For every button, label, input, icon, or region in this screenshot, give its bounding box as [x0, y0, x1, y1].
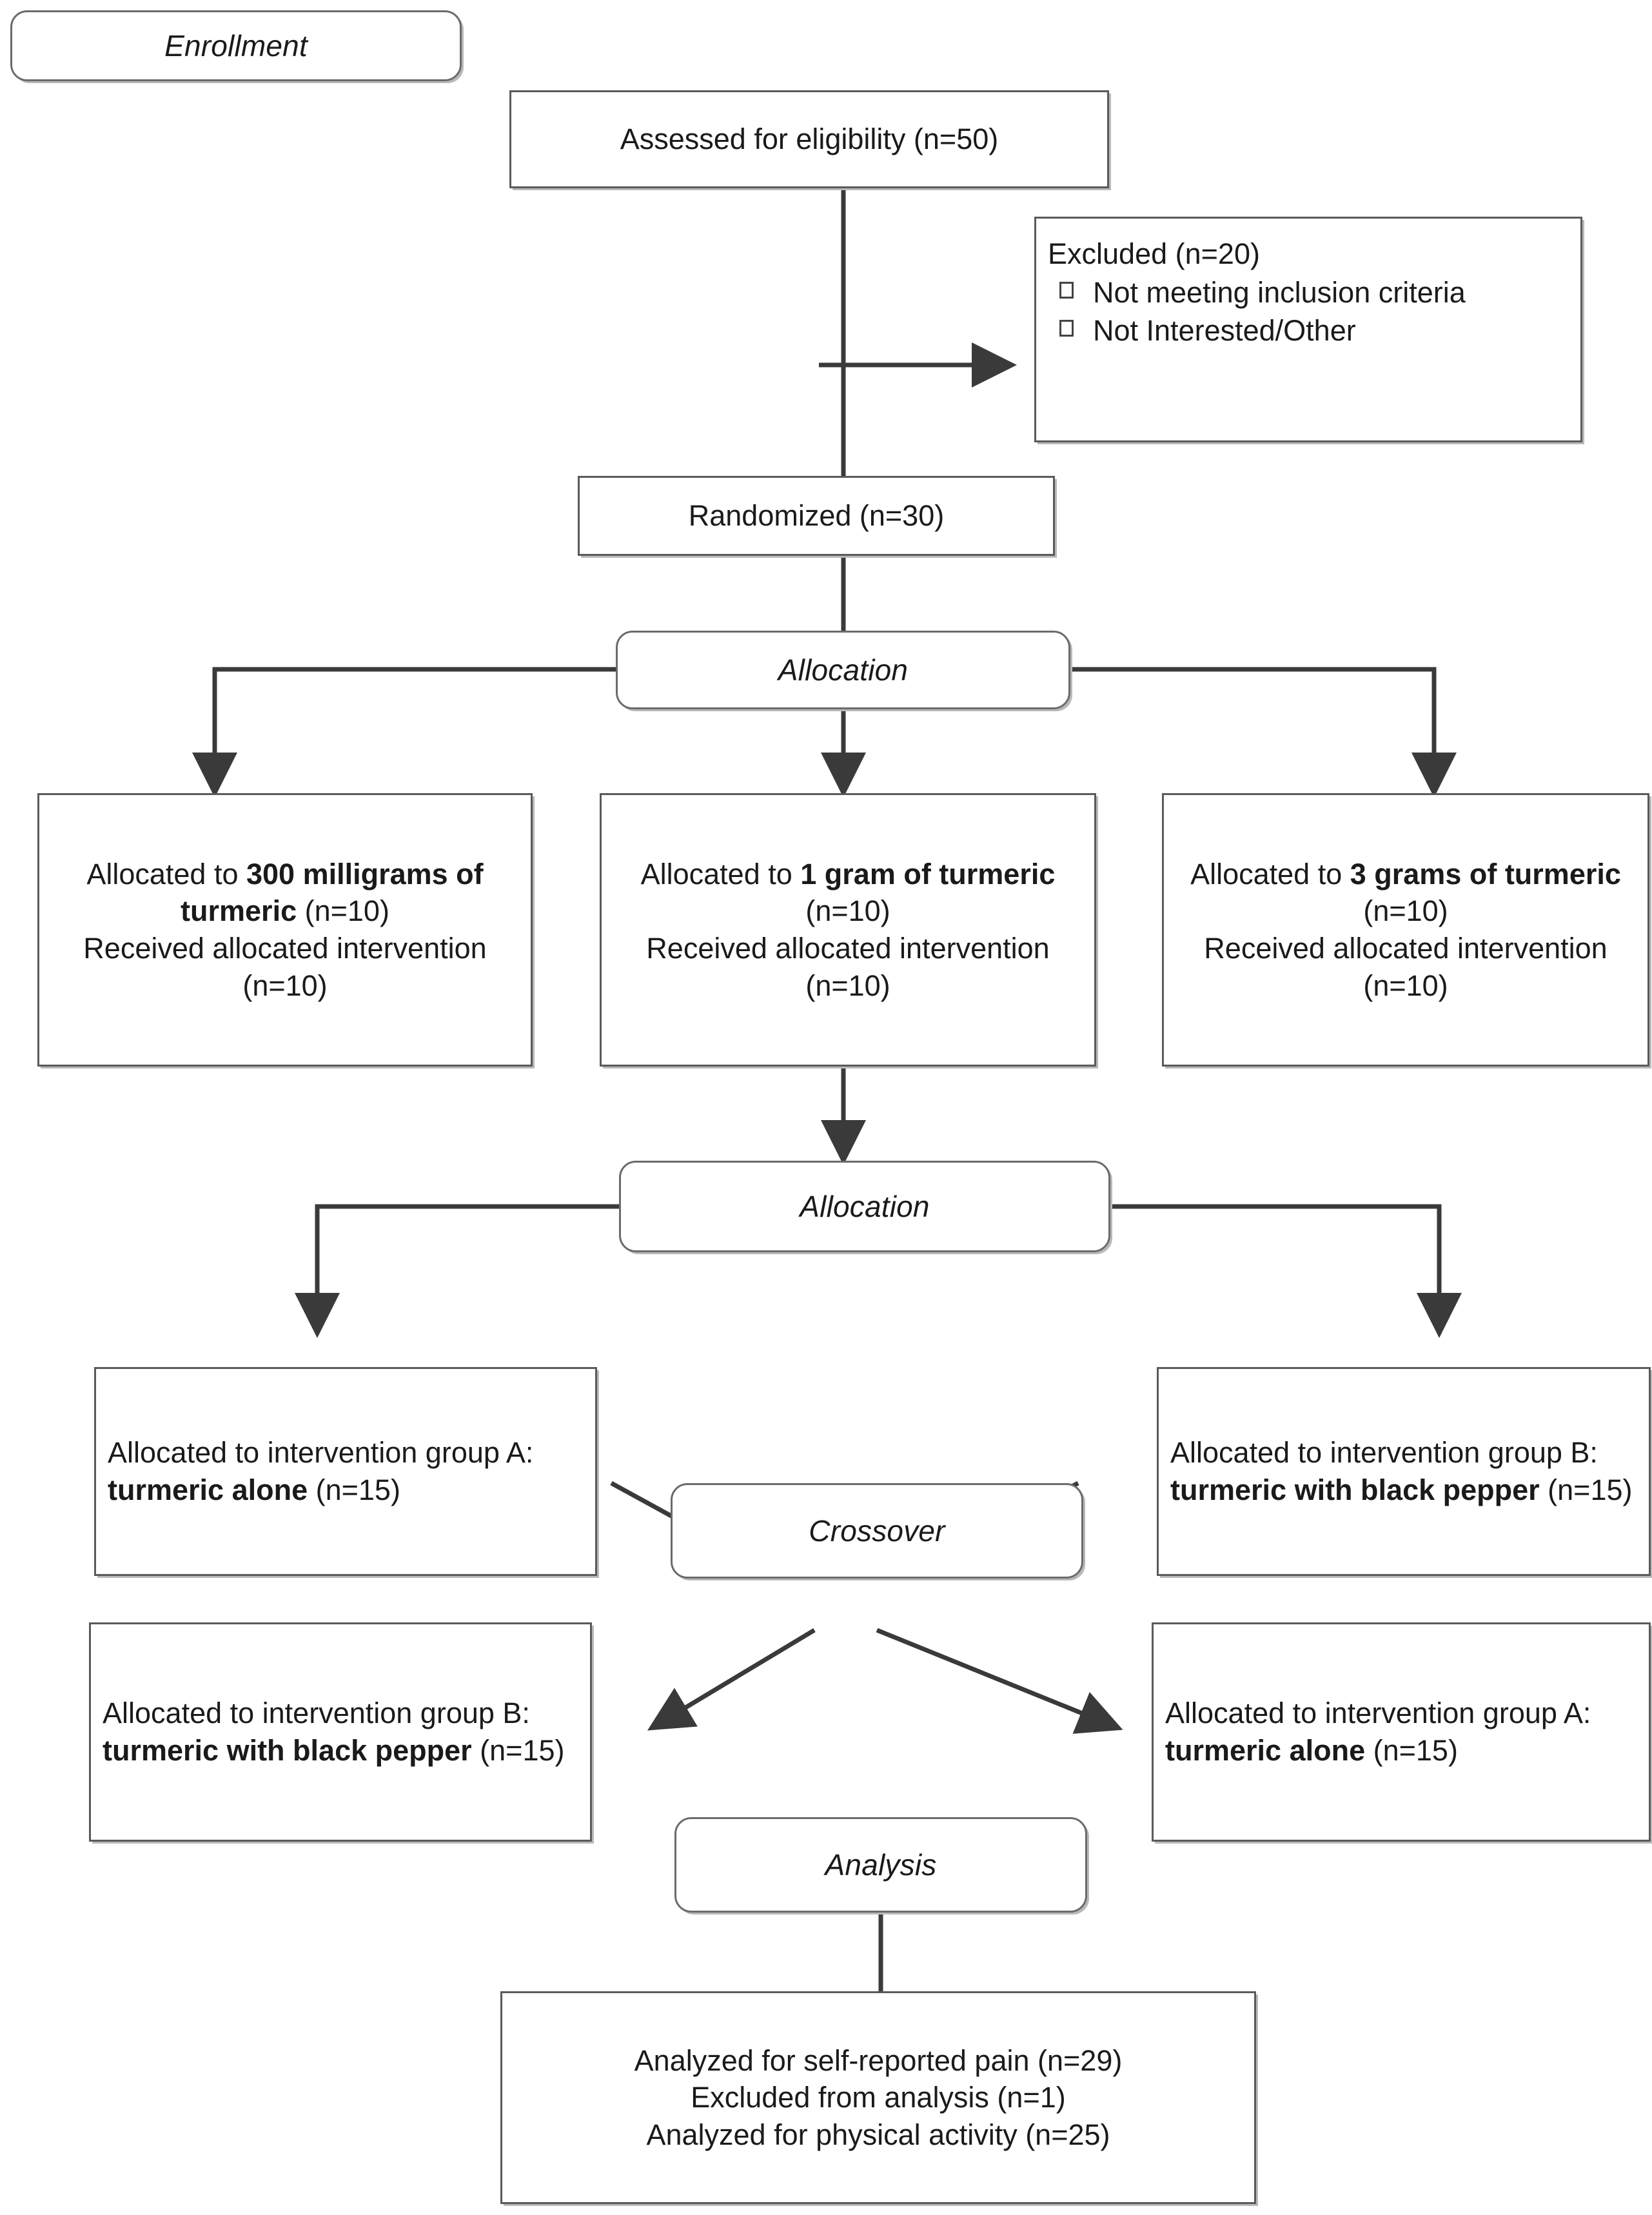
node-allocated-1g: Allocated to 1 gram of turmeric (n=10) R…	[600, 793, 1096, 1067]
stage-label-enrollment: Enrollment	[10, 10, 462, 81]
allocated-1g-text: Allocated to 1 gram of turmeric (n=10) R…	[602, 856, 1094, 1004]
allocated-3g-text: Allocated to 3 grams of turmeric (n=10) …	[1164, 856, 1647, 1004]
excluded-reason-text: Not meeting inclusion criteria	[1093, 275, 1466, 309]
assessed-text: Assessed for eligibility (n=50)	[620, 123, 999, 156]
allocated-300mg-n: (n=10)	[297, 894, 389, 928]
stage-label-analysis-text: Analysis	[825, 1847, 937, 1882]
allocated-3g-lead: Allocated to	[1190, 857, 1350, 891]
stage-label-allocation-1: Allocation	[616, 631, 1070, 709]
stage-label-enrollment-text: Enrollment	[164, 28, 308, 63]
excluded-title: Excluded (n=20)	[1048, 237, 1260, 270]
list-item: Not Interested/Other	[1048, 312, 1569, 349]
node-analysis-results: Analyzed for self-reported pain (n=29) E…	[500, 1991, 1256, 2204]
excluded-content: Excluded (n=20) Not meeting inclusion cr…	[1036, 219, 1580, 349]
edge-allocation2-to-group-a	[295, 1204, 619, 1338]
stage-label-crossover-text: Crossover	[809, 1513, 945, 1548]
group-a-period1-lead: Allocated to intervention group A:	[108, 1436, 534, 1470]
edge-allocation1-to-300mg	[192, 667, 616, 798]
node-assessed-for-eligibility: Assessed for eligibility (n=50)	[509, 90, 1109, 188]
edge-allocation2-to-group-b	[1110, 1204, 1462, 1338]
analysis-line-3: Analyzed for physical activity (n=25)	[646, 2118, 1110, 2151]
group-a-period2-lead: Allocated to intervention group A:	[1165, 1697, 1591, 1730]
empty-checkbox-icon	[1059, 320, 1074, 337]
edge-crossover-to-group-b-bottom	[876, 1628, 1123, 1734]
group-b-period2-arm: turmeric with black pepper	[103, 1734, 472, 1767]
excluded-reason-text: Not Interested/Other	[1093, 314, 1356, 348]
list-item: Not meeting inclusion criteria	[1048, 274, 1569, 311]
allocated-1g-lead: Allocated to	[640, 857, 801, 891]
group-a-period2-text: Allocated to intervention group A: turme…	[1154, 1695, 1649, 1769]
group-b-period2-text: Allocated to intervention group B: turme…	[91, 1695, 590, 1769]
node-allocated-300mg: Allocated to 300 milligrams of turmeric …	[37, 793, 533, 1067]
allocated-300mg-text: Allocated to 300 milligrams of turmeric …	[39, 856, 531, 1004]
stage-label-crossover: Crossover	[671, 1483, 1083, 1579]
stage-label-allocation-2-text: Allocation	[800, 1189, 930, 1223]
node-group-a-period1: Allocated to intervention group A: turme…	[94, 1367, 597, 1576]
analysis-line-2: Excluded from analysis (n=1)	[691, 2081, 1066, 2114]
allocated-300mg-lead: Allocated to	[86, 857, 246, 891]
allocated-300mg-dose: 300 milligrams of turmeric	[181, 857, 484, 928]
stage-label-allocation-1-text: Allocation	[778, 653, 909, 687]
excluded-reason-list: Not meeting inclusion criteria Not Inter…	[1048, 274, 1569, 349]
node-randomized: Randomized (n=30)	[578, 476, 1055, 556]
group-b-period1-text: Allocated to intervention group B: turme…	[1159, 1434, 1649, 1508]
analysis-line-1: Analyzed for self-reported pain (n=29)	[634, 2043, 1123, 2077]
edge-crossover-to-group-a-bottom	[647, 1628, 816, 1731]
node-allocated-3g: Allocated to 3 grams of turmeric (n=10) …	[1162, 793, 1649, 1067]
group-a-period1-arm: turmeric alone	[108, 1473, 308, 1506]
group-b-period1-n: (n=15)	[1539, 1473, 1633, 1506]
received-3g-text: Received allocated intervention (n=10)	[1204, 932, 1608, 1002]
edge-group-a-to-crossover	[610, 1481, 674, 1519]
received-1g-text: Received allocated intervention (n=10)	[646, 932, 1050, 1002]
allocated-1g-n: (n=10)	[805, 894, 890, 928]
group-b-period1-arm: turmeric with black pepper	[1170, 1473, 1540, 1506]
stage-label-allocation-2: Allocation	[619, 1161, 1110, 1252]
allocated-3g-dose: 3 grams of turmeric	[1350, 857, 1621, 891]
node-group-a-period2: Allocated to intervention group A: turme…	[1152, 1622, 1651, 1842]
node-excluded: Excluded (n=20) Not meeting inclusion cr…	[1034, 217, 1582, 442]
group-a-period2-arm: turmeric alone	[1165, 1734, 1366, 1767]
group-a-period1-text: Allocated to intervention group A: turme…	[96, 1434, 595, 1508]
edge-allocation1-to-3g	[1070, 667, 1457, 798]
group-a-period1-n: (n=15)	[308, 1473, 400, 1506]
empty-checkbox-icon	[1059, 281, 1074, 299]
received-300mg-text: Received allocated intervention (n=10)	[83, 932, 487, 1002]
stage-label-analysis: Analysis	[674, 1817, 1087, 1913]
allocated-3g-n: (n=10)	[1363, 894, 1448, 928]
group-b-period1-lead: Allocated to intervention group B:	[1170, 1436, 1598, 1470]
analysis-results-text: Analyzed for self-reported pain (n=29) E…	[502, 2042, 1254, 2154]
group-b-period2-n: (n=15)	[471, 1734, 565, 1767]
group-b-period2-lead: Allocated to intervention group B:	[103, 1697, 530, 1730]
node-group-b-period1: Allocated to intervention group B: turme…	[1157, 1367, 1651, 1576]
randomized-text: Randomized (n=30)	[688, 499, 945, 533]
allocated-1g-dose: 1 gram of turmeric	[800, 857, 1056, 891]
node-group-b-period2: Allocated to intervention group B: turme…	[89, 1622, 592, 1842]
group-a-period2-n: (n=15)	[1365, 1734, 1458, 1767]
